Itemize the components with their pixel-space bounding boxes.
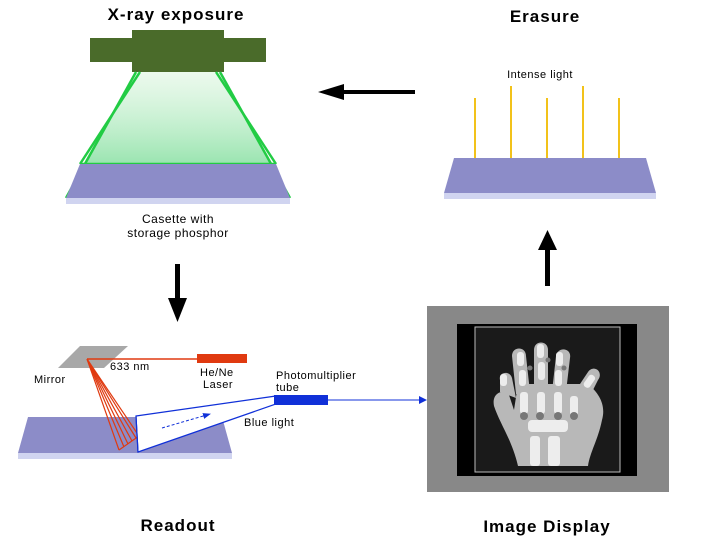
image-display-title: Image Display bbox=[483, 517, 610, 536]
cassette-label-line2: storage phosphor bbox=[127, 226, 228, 240]
flow-arrows bbox=[168, 84, 557, 322]
image-display-panel: Image Display bbox=[427, 306, 669, 536]
arrow-exposure-to-readout-icon bbox=[168, 264, 187, 322]
scan-fan bbox=[86, 358, 140, 451]
readout-panel: Mirror 633 nm He/Ne Laser Blue light Pho… bbox=[18, 346, 427, 535]
hand-xray-icon bbox=[493, 342, 604, 466]
laser-label-line1: He/Ne bbox=[200, 367, 234, 379]
mirror-label: Mirror bbox=[34, 374, 66, 386]
erasure-title: Erasure bbox=[510, 7, 580, 26]
intense-light-label: Intense light bbox=[507, 69, 573, 81]
xray-source bbox=[90, 30, 266, 72]
arrow-display-to-erasure-icon bbox=[538, 230, 557, 286]
pmt-label-line2: tube bbox=[276, 382, 299, 394]
erasure-plate bbox=[444, 158, 656, 199]
xray-exposure-title: X-ray exposure bbox=[108, 5, 245, 24]
blue-light-label: Blue light bbox=[244, 417, 294, 429]
erasure-panel: Erasure Intense light bbox=[444, 7, 656, 199]
cassette-label-line1: Casette with bbox=[142, 212, 214, 226]
pmt-label-line1: Photomultiplier bbox=[276, 370, 356, 382]
laser bbox=[197, 354, 247, 363]
arrow-erasure-to-exposure-icon bbox=[318, 84, 415, 100]
wavelength-label: 633 nm bbox=[110, 361, 150, 373]
photomultiplier-tube bbox=[274, 395, 328, 405]
laser-label-line2: Laser bbox=[203, 379, 233, 391]
blue-light-ray bbox=[161, 413, 211, 429]
mirror bbox=[58, 346, 128, 368]
cassette-plate bbox=[66, 164, 290, 204]
xray-exposure-panel: X-ray exposure Casette with storage phos… bbox=[64, 5, 292, 240]
readout-title: Readout bbox=[141, 516, 216, 535]
